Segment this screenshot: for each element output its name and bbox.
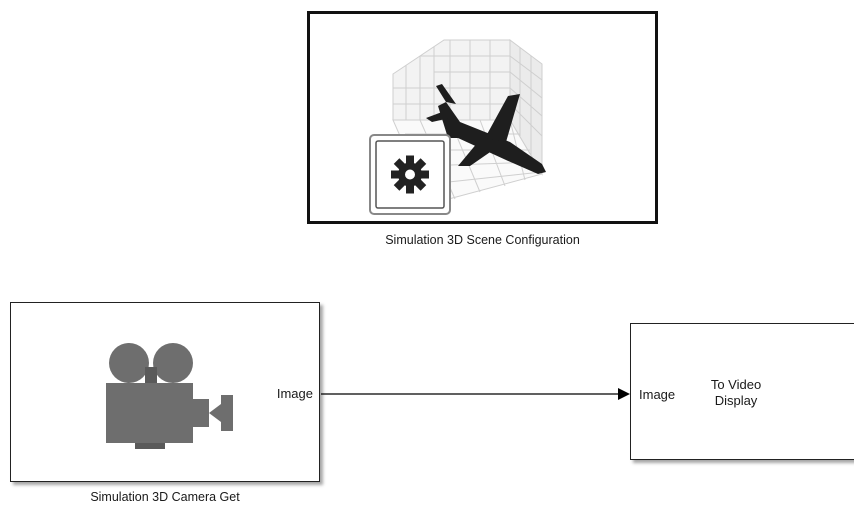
- scene-configuration-caption: Simulation 3D Scene Configuration: [385, 233, 580, 247]
- camera-get-caption: Simulation 3D Camera Get: [90, 490, 240, 504]
- video-display-title: To Video Display: [705, 377, 767, 409]
- settings-button[interactable]: [369, 134, 451, 215]
- video-camera-icon: [106, 343, 233, 449]
- to-video-display-block[interactable]: Image To Video Display: [630, 323, 854, 460]
- scene-3d-grid-icon: [369, 39, 546, 215]
- video-display-input-port-label: Image: [639, 387, 676, 402]
- airplane-icon: [426, 84, 546, 174]
- video-display-title-line2: Display: [714, 393, 758, 408]
- gear-icon: [391, 155, 429, 194]
- video-display-title-line1: To Video: [710, 377, 762, 392]
- camera-output-port-label: Image: [276, 386, 313, 401]
- scene-configuration-block[interactable]: [307, 11, 658, 224]
- camera-get-block[interactable]: Image: [10, 302, 320, 482]
